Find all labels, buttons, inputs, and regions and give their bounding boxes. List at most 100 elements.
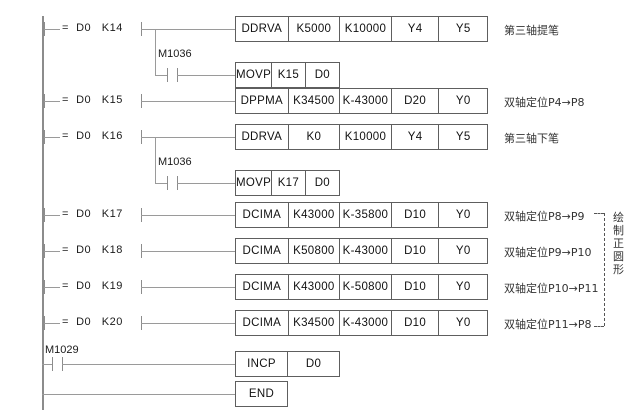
rung-2-cell-2: K-43000 (340, 89, 392, 113)
rung-1-compare-expression: = D0 K14 (62, 22, 123, 34)
rung-1-branch-instruction-box[interactable]: MOVP K15 D0 (235, 62, 340, 88)
rung-3-cell-3: Y4 (392, 125, 440, 149)
rung-5-compare-expression: = D0 K18 (62, 244, 123, 256)
rung-8-lead-in (42, 364, 52, 365)
rung-5-instruction-box[interactable]: DCIMA K50800 K-43000 D10 Y0 (235, 238, 488, 264)
rung-3-operand1: D0 (76, 130, 92, 142)
rung-7-instruction-box[interactable]: DCIMA K34500 K-43000 D10 Y0 (235, 310, 488, 336)
rung-2-cell-3: D20 (392, 89, 440, 113)
rung-3-compare-expression: = D0 K16 (62, 130, 123, 142)
group-bracket-label: 绘 制 正 圆 形 (612, 211, 625, 276)
rung-1-instruction-box[interactable]: DDRVA K5000 K10000 Y4 Y5 (235, 16, 488, 42)
rung-2-comment: 双轴定位P4→P8 (504, 96, 585, 109)
rung-2-cell-1: K34500 (289, 89, 341, 113)
rung-4-operand1: D0 (76, 208, 92, 220)
rung-1-branch-cell-2: D0 (314, 69, 331, 81)
rung-1-wire (155, 29, 235, 30)
rung-8-cell-0: INCP (236, 352, 288, 376)
rung-8-device-label: M1029 (45, 344, 79, 356)
rung-1-cell-1: K5000 (289, 17, 341, 41)
rung-7-operand1: D0 (76, 316, 92, 328)
rung-1-contact-close-lead (141, 29, 155, 30)
rung-3-operator: = (62, 130, 69, 142)
rung-6-compare-expression: = D0 K19 (62, 280, 123, 292)
rung-5-cell-1: K50800 (289, 239, 341, 263)
rung-4-instruction-box[interactable]: DCIMA K43000 K-35800 D10 Y0 (235, 202, 488, 228)
rung-1-cell-2: K10000 (340, 17, 392, 41)
rung-6-comment: 双轴定位P10→P11 (504, 282, 599, 295)
rung-1-comment: 第三轴提笔 (504, 24, 559, 37)
rung-2-operand1: D0 (76, 94, 92, 106)
rung-1-branch-drop (155, 29, 156, 75)
rung-5-operand1: D0 (76, 244, 92, 256)
group-bracket-line (604, 213, 605, 326)
rung-2-cell-0: DPPMA (236, 89, 289, 113)
rung-6-contact-lead (44, 287, 60, 288)
rung-end-instruction-box[interactable]: END (235, 381, 288, 407)
rung-8-cell-1: D0 (305, 358, 322, 370)
rung-3-branch-wire (177, 183, 235, 184)
rung-3-branch-instruction-box[interactable]: MOVP K17 D0 (235, 170, 340, 196)
rung-end-wire (42, 394, 235, 395)
rung-3-comment: 第三轴下笔 (504, 132, 559, 145)
rung-7-comment: 双轴定位P11→P8 (504, 318, 592, 331)
rung-1-branch-wire (177, 75, 235, 76)
rung-7-operand2: K20 (101, 316, 123, 328)
rung-6-cell-0: DCIMA (236, 275, 289, 299)
rung-3-cell-1: K0 (289, 125, 341, 149)
rung-4-compare-expression: = D0 K17 (62, 208, 123, 220)
rung-6-cell-2: K-50800 (340, 275, 392, 299)
rung-5-wire (141, 251, 235, 252)
rung-6-operand2: K19 (101, 280, 123, 292)
rung-3-cell-2: K10000 (340, 125, 392, 149)
rung-4-cell-0: DCIMA (236, 203, 289, 227)
rung-2-operator: = (62, 94, 69, 106)
rung-4-comment: 双轴定位P8→P9 (504, 210, 585, 223)
rung-1-operator: = (62, 22, 69, 34)
rung-3-contact-close-lead (141, 137, 155, 138)
rung-3-branch-device-label: M1036 (158, 156, 192, 168)
rung-3-operand2: K16 (101, 130, 123, 142)
left-power-rail (42, 16, 44, 410)
group-bracket-char-4: 形 (613, 263, 624, 276)
rung-6-cell-4: Y0 (455, 281, 471, 293)
rung-6-operand1: D0 (76, 280, 92, 292)
rung-1-branch-cell-1: K15 (272, 63, 306, 87)
rung-7-contact-lead (44, 323, 60, 324)
rung-2-instruction-box[interactable]: DPPMA K34500 K-43000 D20 Y0 (235, 88, 488, 114)
rung-7-operator: = (62, 316, 69, 328)
rung-3-cell-4: Y5 (455, 131, 471, 143)
rung-4-contact-lead (44, 215, 60, 216)
rung-2-compare-expression: = D0 K15 (62, 94, 123, 106)
group-bracket-char-3: 圆 (613, 250, 624, 263)
group-bracket-char-2: 正 (613, 237, 624, 250)
rung-7-cell-4: Y0 (455, 317, 471, 329)
rung-4-cell-1: K43000 (289, 203, 341, 227)
rung-2-wire (141, 101, 235, 102)
rung-1-operand1: D0 (76, 22, 92, 34)
rung-4-cell-2: K-35800 (340, 203, 392, 227)
rung-8-instruction-box[interactable]: INCP D0 (235, 351, 340, 377)
rung-3-cell-0: DDRVA (236, 125, 289, 149)
rung-1-operand2: K14 (101, 22, 123, 34)
rung-4-operand2: K17 (101, 208, 123, 220)
rung-5-operand2: K18 (101, 244, 123, 256)
rung-3-wire (155, 137, 235, 138)
rung-1-branch-cell-0: MOVP (236, 63, 273, 87)
rung-7-cell-0: DCIMA (236, 311, 289, 335)
rung-2-cell-4: Y0 (455, 95, 471, 107)
group-bracket-bottom (594, 326, 604, 327)
rung-7-cell-1: K34500 (289, 311, 341, 335)
rung-5-comment: 双轴定位P9→P10 (504, 246, 592, 259)
rung-6-instruction-box[interactable]: DCIMA K43000 K-50800 D10 Y0 (235, 274, 488, 300)
rung-7-cell-3: D10 (392, 311, 440, 335)
group-bracket-char-1: 制 (613, 224, 624, 237)
rung-7-wire (141, 323, 235, 324)
rung-4-cell-4: Y0 (455, 209, 471, 221)
rung-1-branch-device-label: M1036 (158, 48, 192, 60)
rung-4-cell-3: D10 (392, 203, 440, 227)
rung-3-instruction-box[interactable]: DDRVA K0 K10000 Y4 Y5 (235, 124, 488, 150)
group-bracket-char-0: 绘 (613, 211, 624, 224)
rung-6-cell-1: K43000 (289, 275, 341, 299)
rung-5-contact-lead (44, 251, 60, 252)
